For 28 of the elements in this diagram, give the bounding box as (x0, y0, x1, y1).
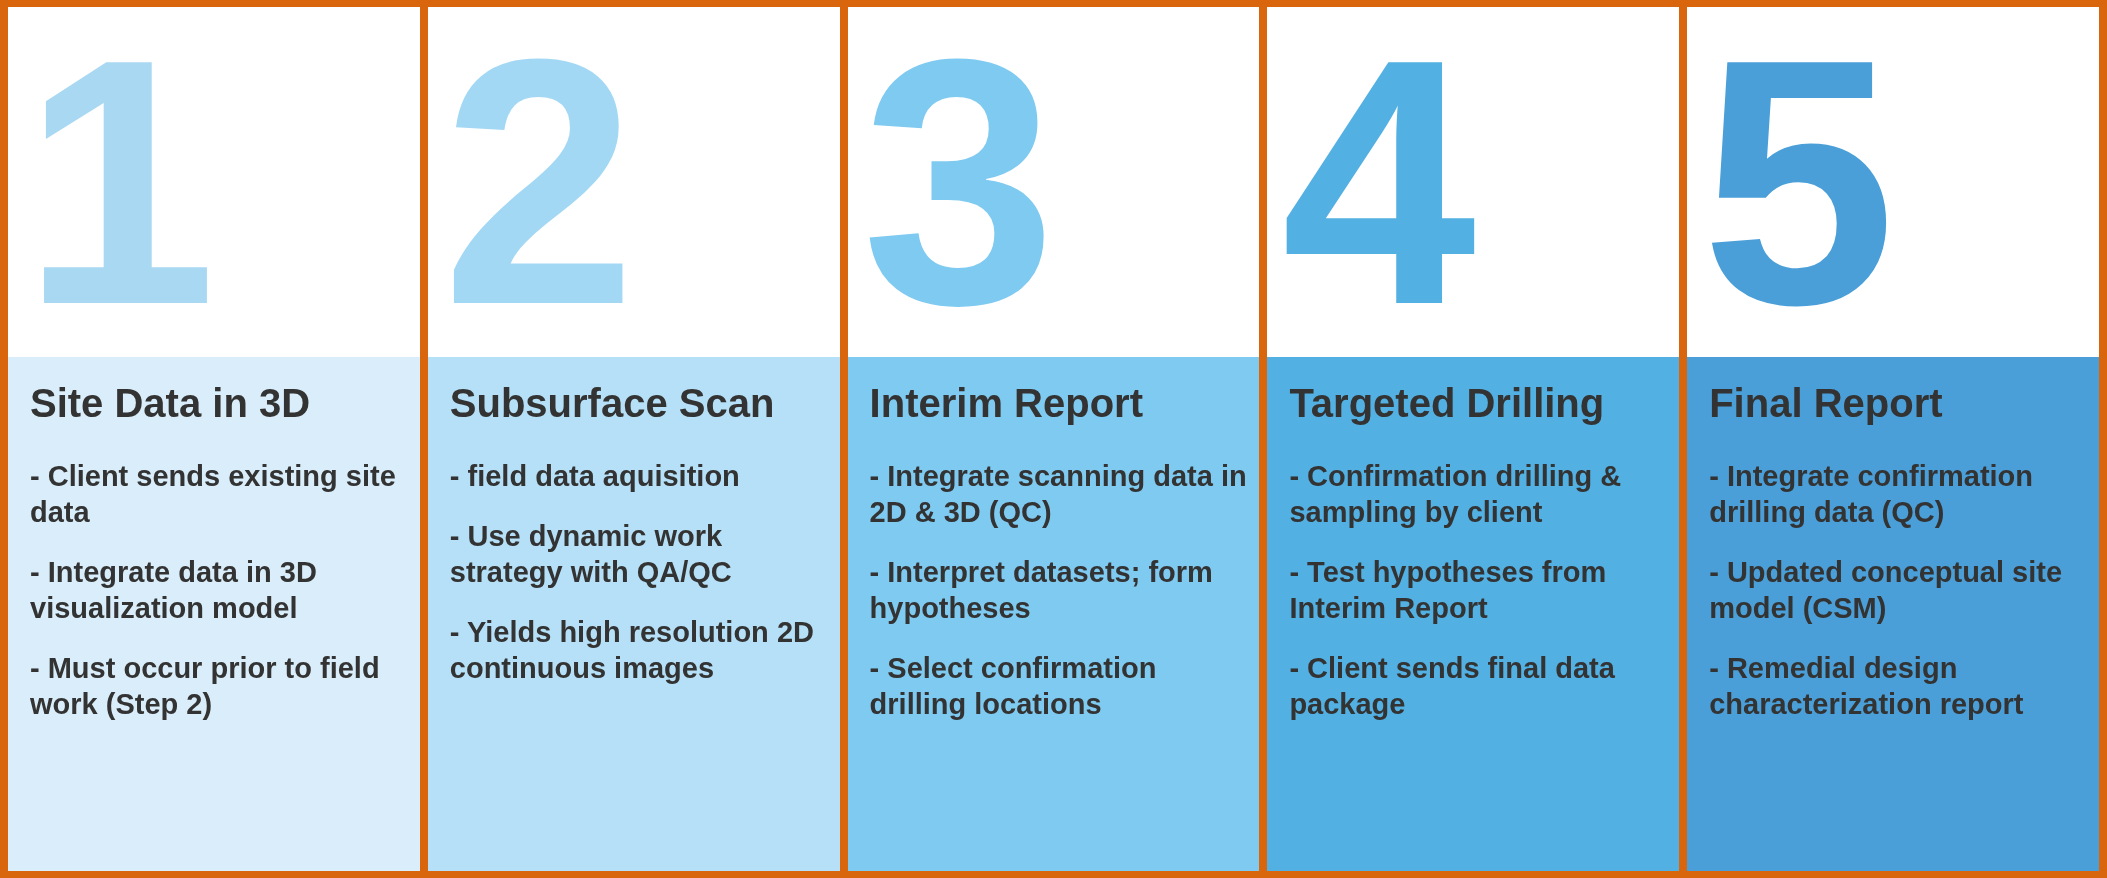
step-number: 5 (1701, 7, 1896, 357)
bullet-text: - Integrate data in 3D visualization model (30, 555, 318, 626)
step-column (843, 7, 1264, 871)
bullet-text: - field data aquisition (449, 459, 741, 494)
step-title: Interim Report (869, 381, 1144, 426)
step-number: 3 (861, 7, 1057, 357)
step-column (1263, 7, 1684, 871)
bullet-text: - Yields high resolution 2D continuous images (449, 615, 815, 686)
step-number: 2 (441, 7, 637, 357)
bullet-text: - Integrate confirmation drilling data (QC) (1709, 459, 2035, 530)
bullet-text: - Remedial design characterization report (1709, 651, 2025, 722)
bullet-text: - Must occur prior to field work (Step 2) (30, 651, 381, 722)
step-column (423, 7, 844, 871)
bullet-text: - Client sends existing site data (30, 459, 397, 530)
step-title: Targeted Drilling (1289, 381, 1606, 426)
bullet-text: - Select confirmation drilling locations (869, 651, 1158, 722)
step-title: Site Data in 3D (30, 381, 312, 426)
bullet-text: - Client sends final data package (1289, 651, 1616, 722)
bullet-text: - Updated conceptual site model (CSM) (1709, 555, 2064, 626)
bullet-text: - Confirmation drilling & sampling by client (1289, 459, 1623, 530)
step-title: Subsurface Scan (449, 381, 776, 426)
bullet-text: - Use dynamic work strategy with QA/QC (449, 519, 733, 590)
bullet-text: - Integrate scanning data in 2D & 3D (QC) (869, 459, 1248, 530)
step-title: Final Report (1709, 381, 1944, 426)
bullet-text: - Test hypotheses from Interim Report (1289, 555, 1608, 626)
step-number: 1 (22, 7, 217, 357)
step-number: 4 (1281, 7, 1477, 357)
bullet-text: - Interpret datasets; form hypotheses (869, 555, 1214, 626)
